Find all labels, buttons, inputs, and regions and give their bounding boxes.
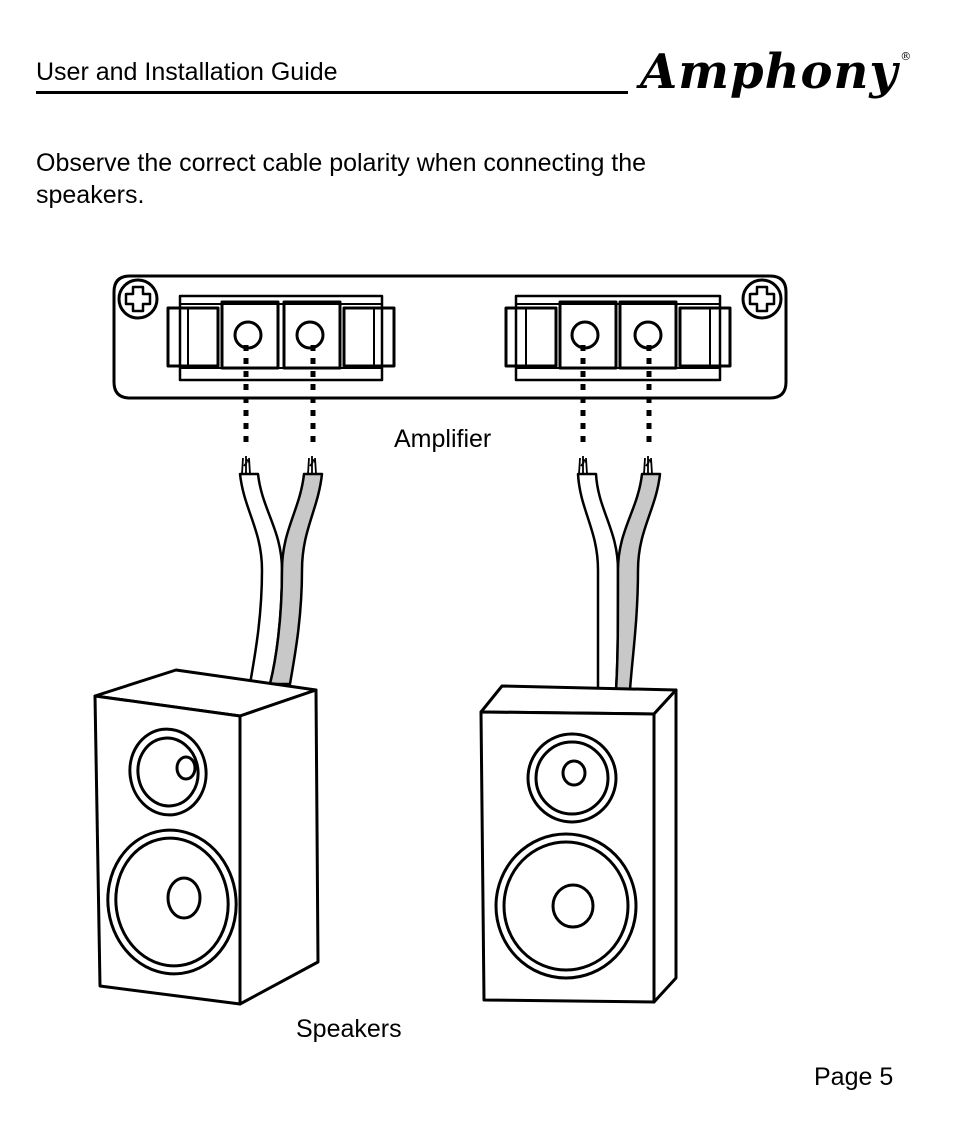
header-rule: [36, 91, 628, 94]
left-tweeter-icon: [128, 727, 208, 817]
speakers-label: Speakers: [296, 1015, 402, 1043]
stripped-wire-ends: [241, 456, 653, 475]
right-speaker-cable: [576, 472, 662, 692]
amplifier-label: Amplifier: [394, 425, 492, 453]
brand-name: Amphony: [640, 44, 899, 100]
intro-text: Observe the correct cable polarity when …: [36, 149, 647, 209]
left-speaker: [93, 668, 320, 1006]
left-terminal-block: [166, 294, 396, 382]
left-screw-icon: [117, 278, 159, 320]
right-woofer-icon: [494, 832, 638, 980]
right-speaker: [479, 684, 678, 1004]
header-title: User and Installation Guide: [36, 58, 338, 86]
right-tweeter-icon: [526, 732, 618, 824]
registered-mark: ®: [900, 50, 913, 63]
connection-guides: [243, 345, 652, 448]
right-screw-icon: [741, 278, 783, 320]
brand-logo: Amphony®: [640, 44, 912, 100]
left-woofer-icon: [106, 828, 238, 976]
left-speaker-cable: [238, 472, 324, 686]
page-number: Page 5: [814, 1063, 894, 1091]
right-terminal-block: [504, 294, 732, 382]
amplifier-panel: [112, 274, 788, 400]
